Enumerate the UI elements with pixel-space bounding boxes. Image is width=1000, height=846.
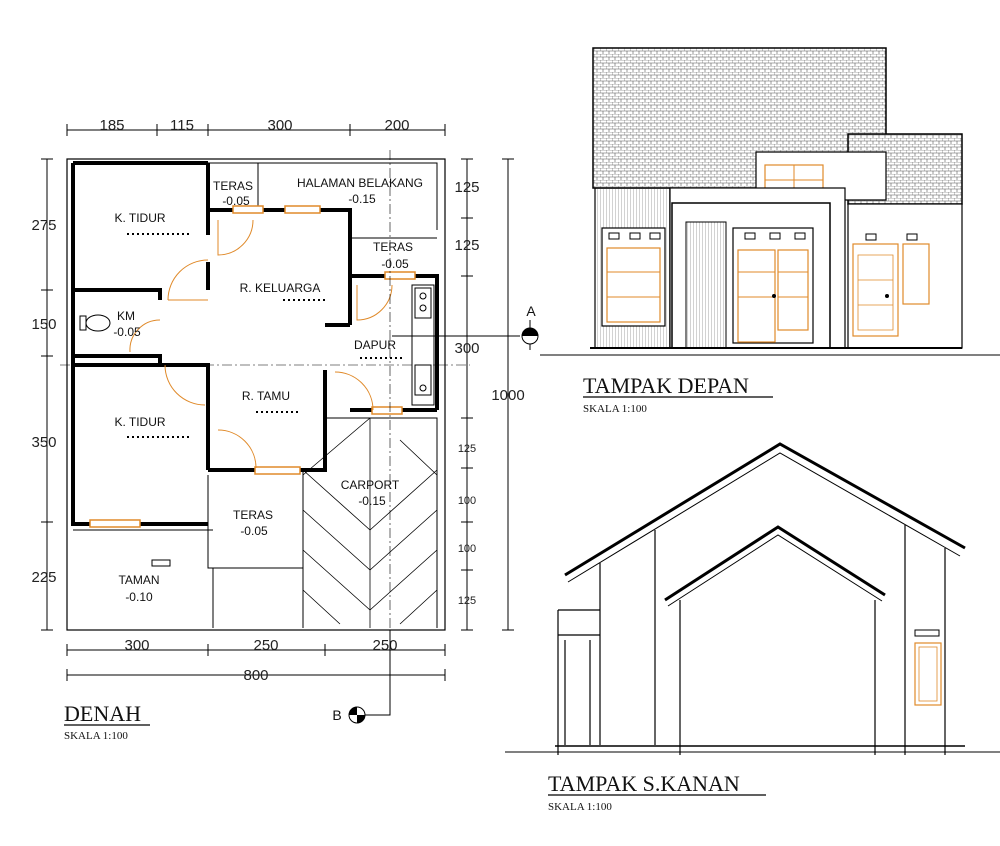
dimension-top <box>66 124 446 136</box>
front-scale: SKALA 1:100 <box>583 403 647 415</box>
room-teras-side-level: -0.05 <box>381 257 409 271</box>
room-keluarga: R. KELUARGA <box>240 281 321 295</box>
door-swings <box>129 219 393 469</box>
room-tidur-2: K. TIDUR <box>114 415 165 429</box>
dim-right-c4: 125 <box>458 595 476 607</box>
dim-right-300: 300 <box>454 340 479 357</box>
side-front-gable <box>664 525 886 602</box>
dim-right-c3: 100 <box>458 543 476 555</box>
room-teras-back: TERAS <box>213 179 253 193</box>
side-door <box>852 243 899 337</box>
room-dapur: DAPUR <box>354 338 396 352</box>
garden-bench <box>151 559 171 567</box>
side-scale: SKALA 1:100 <box>548 801 612 813</box>
dimension-bottom <box>66 644 446 681</box>
site-boundary <box>66 158 446 631</box>
plan-title: DENAH <box>64 701 141 726</box>
windows <box>89 205 416 528</box>
dim-left-4: 225 <box>31 569 56 586</box>
dim-right-c1: 125 <box>458 443 476 455</box>
axis-lines <box>60 150 470 630</box>
front-title: TAMPAK DEPAN <box>583 373 749 398</box>
dim-top-2: 115 <box>170 117 194 134</box>
dim-top-4: 200 <box>384 117 409 134</box>
dim-right-2: 125 <box>454 237 479 254</box>
room-carport-level: -0.15 <box>358 494 386 508</box>
dimension-right <box>461 158 514 631</box>
side-main-roof <box>564 442 966 577</box>
toilet-icon <box>79 314 111 332</box>
dim-top-1: 185 <box>99 117 124 134</box>
dim-bottom-3: 250 <box>372 637 397 654</box>
dimension-left <box>41 158 53 631</box>
dotted-marks <box>127 233 404 438</box>
dim-total-width: 800 <box>243 667 268 684</box>
room-halaman-level: -0.15 <box>348 192 376 206</box>
dim-left-2: 150 <box>31 316 56 333</box>
room-halaman: HALAMAN BELAKANG <box>297 176 423 190</box>
dim-left-3: 350 <box>31 434 56 451</box>
kitchen-counter <box>411 284 435 406</box>
dim-right-1: 125 <box>454 179 479 196</box>
room-carport: CARPORT <box>341 478 400 492</box>
front-elevation: TAMPAK DEPAN SKALA 1:100 <box>540 47 1000 415</box>
thin-lines <box>73 162 438 628</box>
room-taman: TAMAN <box>118 573 159 587</box>
dim-top-3: 300 <box>267 117 292 134</box>
section-mark-b <box>348 630 391 724</box>
room-teras-front: TERAS <box>233 508 273 522</box>
room-teras-side: TERAS <box>373 240 413 254</box>
section-b-label: B <box>332 707 341 723</box>
side-elevation: TAMPAK S.KANAN SKALA 1:100 <box>505 442 1000 813</box>
section-a-label: A <box>526 303 536 319</box>
floor-plan: 185 115 300 200 300 250 250 800 275 150 … <box>31 117 539 742</box>
dim-bottom-2: 250 <box>253 637 278 654</box>
dim-total-height: 1000 <box>491 387 524 404</box>
room-labels: K. TIDUR TERAS -0.05 HALAMAN BELAKANG -0… <box>113 176 423 604</box>
dim-right-c2: 100 <box>458 495 476 507</box>
room-km: KM <box>117 309 135 323</box>
carport-paving <box>302 417 438 628</box>
room-tidur-1: K. TIDUR <box>114 211 165 225</box>
room-tamu: R. TAMU <box>242 389 290 403</box>
room-teras-back-level: -0.05 <box>222 194 250 208</box>
room-km-level: -0.05 <box>113 325 141 339</box>
section-mark-a <box>392 320 539 350</box>
room-taman-level: -0.10 <box>125 590 153 604</box>
dim-left-1: 275 <box>31 217 56 234</box>
dim-bottom-1: 300 <box>124 637 149 654</box>
plan-scale: SKALA 1:100 <box>64 730 128 742</box>
side-title: TAMPAK S.KANAN <box>548 771 740 796</box>
room-teras-front-level: -0.05 <box>240 524 268 538</box>
main-roof <box>592 47 887 189</box>
